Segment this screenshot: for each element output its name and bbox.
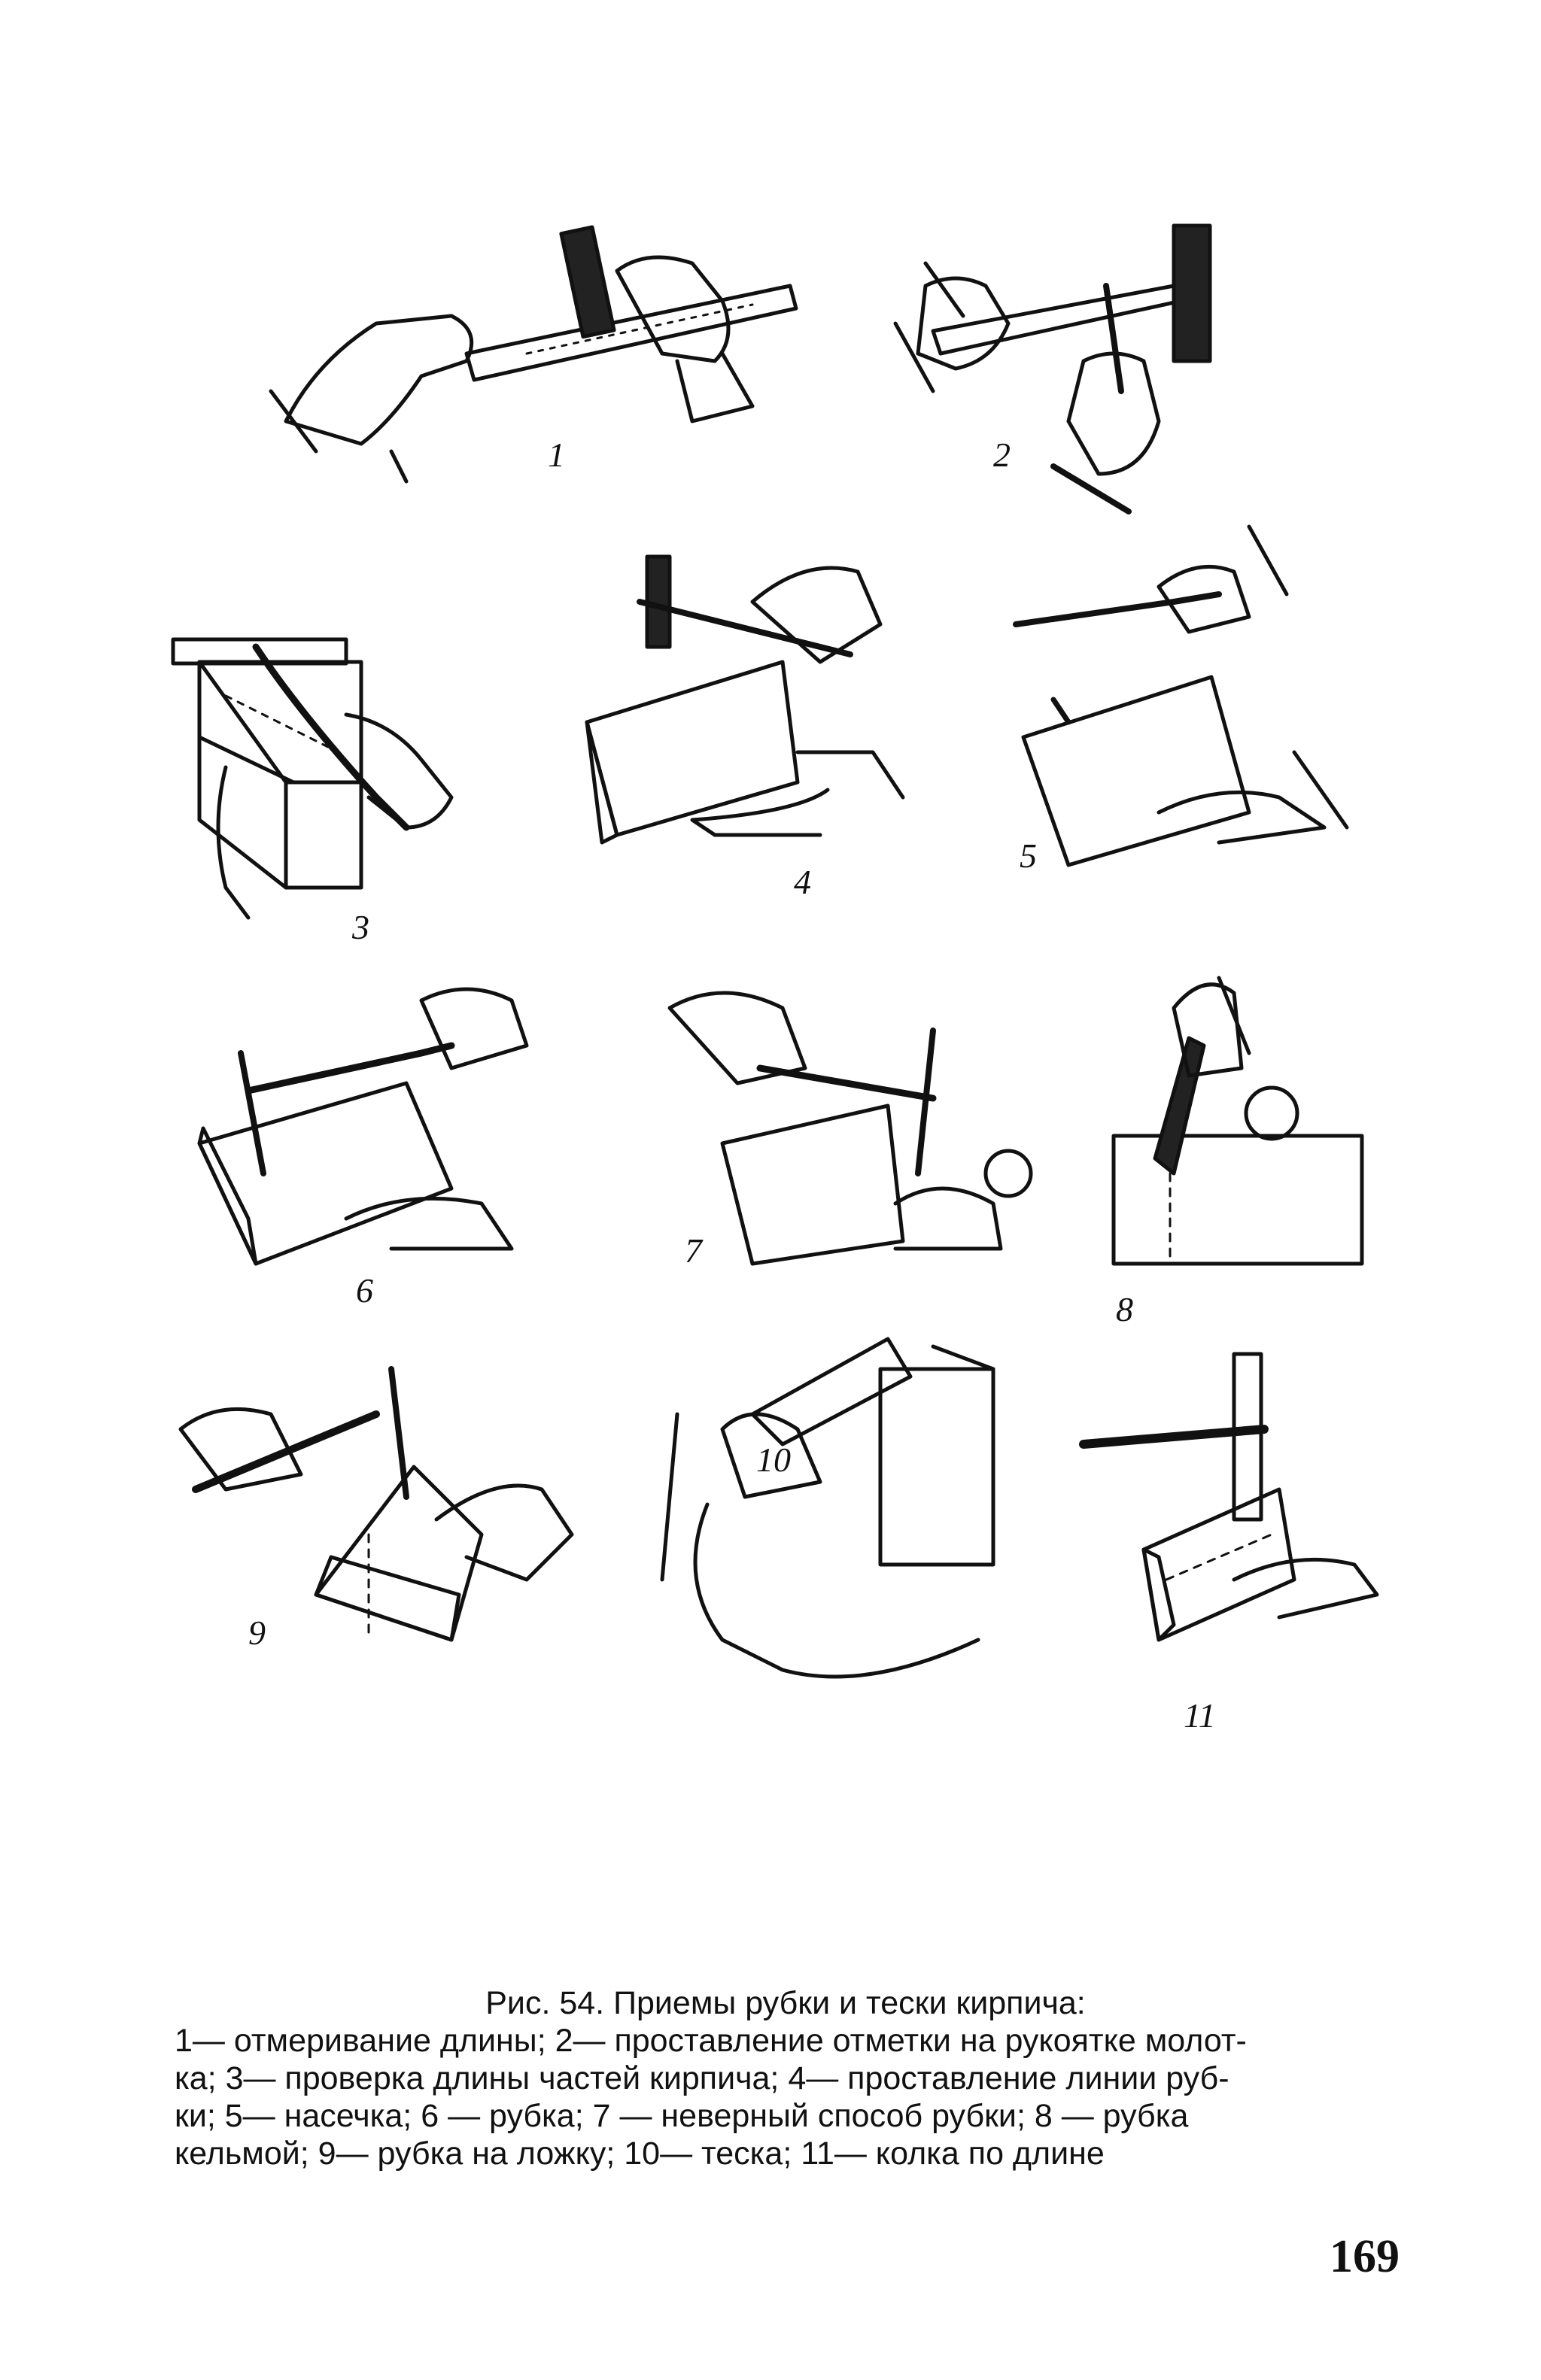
illustration-5-notching [1016,527,1347,865]
page-number: 169 [1330,2231,1400,2282]
figure-label-3: 3 [352,908,369,946]
caption-line-3: ки; 5— насечка; 6 — рубка; 7 — неверный … [175,2098,1189,2134]
illustration-2-marking-handle [895,226,1210,512]
illustration-9-chopping-stretcher [181,1369,572,1640]
caption-line-4: кельмой; 9— рубка на ложку; 10— теска; 1… [175,2136,1105,2172]
figure-caption: Рис. 54. Приемы рубки и тески кирпича: 1… [175,1984,1397,2172]
illustration-10-dressing [662,1339,993,1677]
illustration-11-splitting-length [1084,1354,1377,1640]
caption-line-1: 1— отмеривание длины; 2— проставление от… [175,2023,1247,2059]
figure-label-5: 5 [1020,836,1037,875]
figure-label-7: 7 [685,1231,702,1270]
figure-label-9: 9 [248,1613,266,1652]
figure-label-8: 8 [1116,1290,1133,1328]
illustration-6-chopping [199,989,527,1264]
caption-title: Рис. 54. Приемы рубки и тески кирпича: [485,1985,1086,2021]
caption-body: 1— отмеривание длины; 2— проставление от… [175,2022,1397,2172]
illustration-1-measuring-length [271,227,796,481]
figure-label-6: 6 [356,1271,373,1310]
figure-label-4: 4 [794,863,811,901]
illustration-3-checking-parts [173,639,451,918]
figure-illustrations: 1 2 3 4 5 6 7 8 9 10 11 [0,0,1541,1735]
illustration-4-marking-cut-line [587,557,903,842]
illustration-8-trowel-chopping [1114,978,1362,1264]
figure-label-1: 1 [548,436,565,474]
figure-label-2: 2 [993,436,1011,474]
illustration-7-incorrect-chopping [670,993,1031,1264]
figure-label-11: 11 [1184,1696,1216,1735]
figure-label-10: 10 [756,1440,791,1479]
caption-line-2: ка; 3— проверка длины частей кирпича; 4—… [175,2060,1229,2096]
